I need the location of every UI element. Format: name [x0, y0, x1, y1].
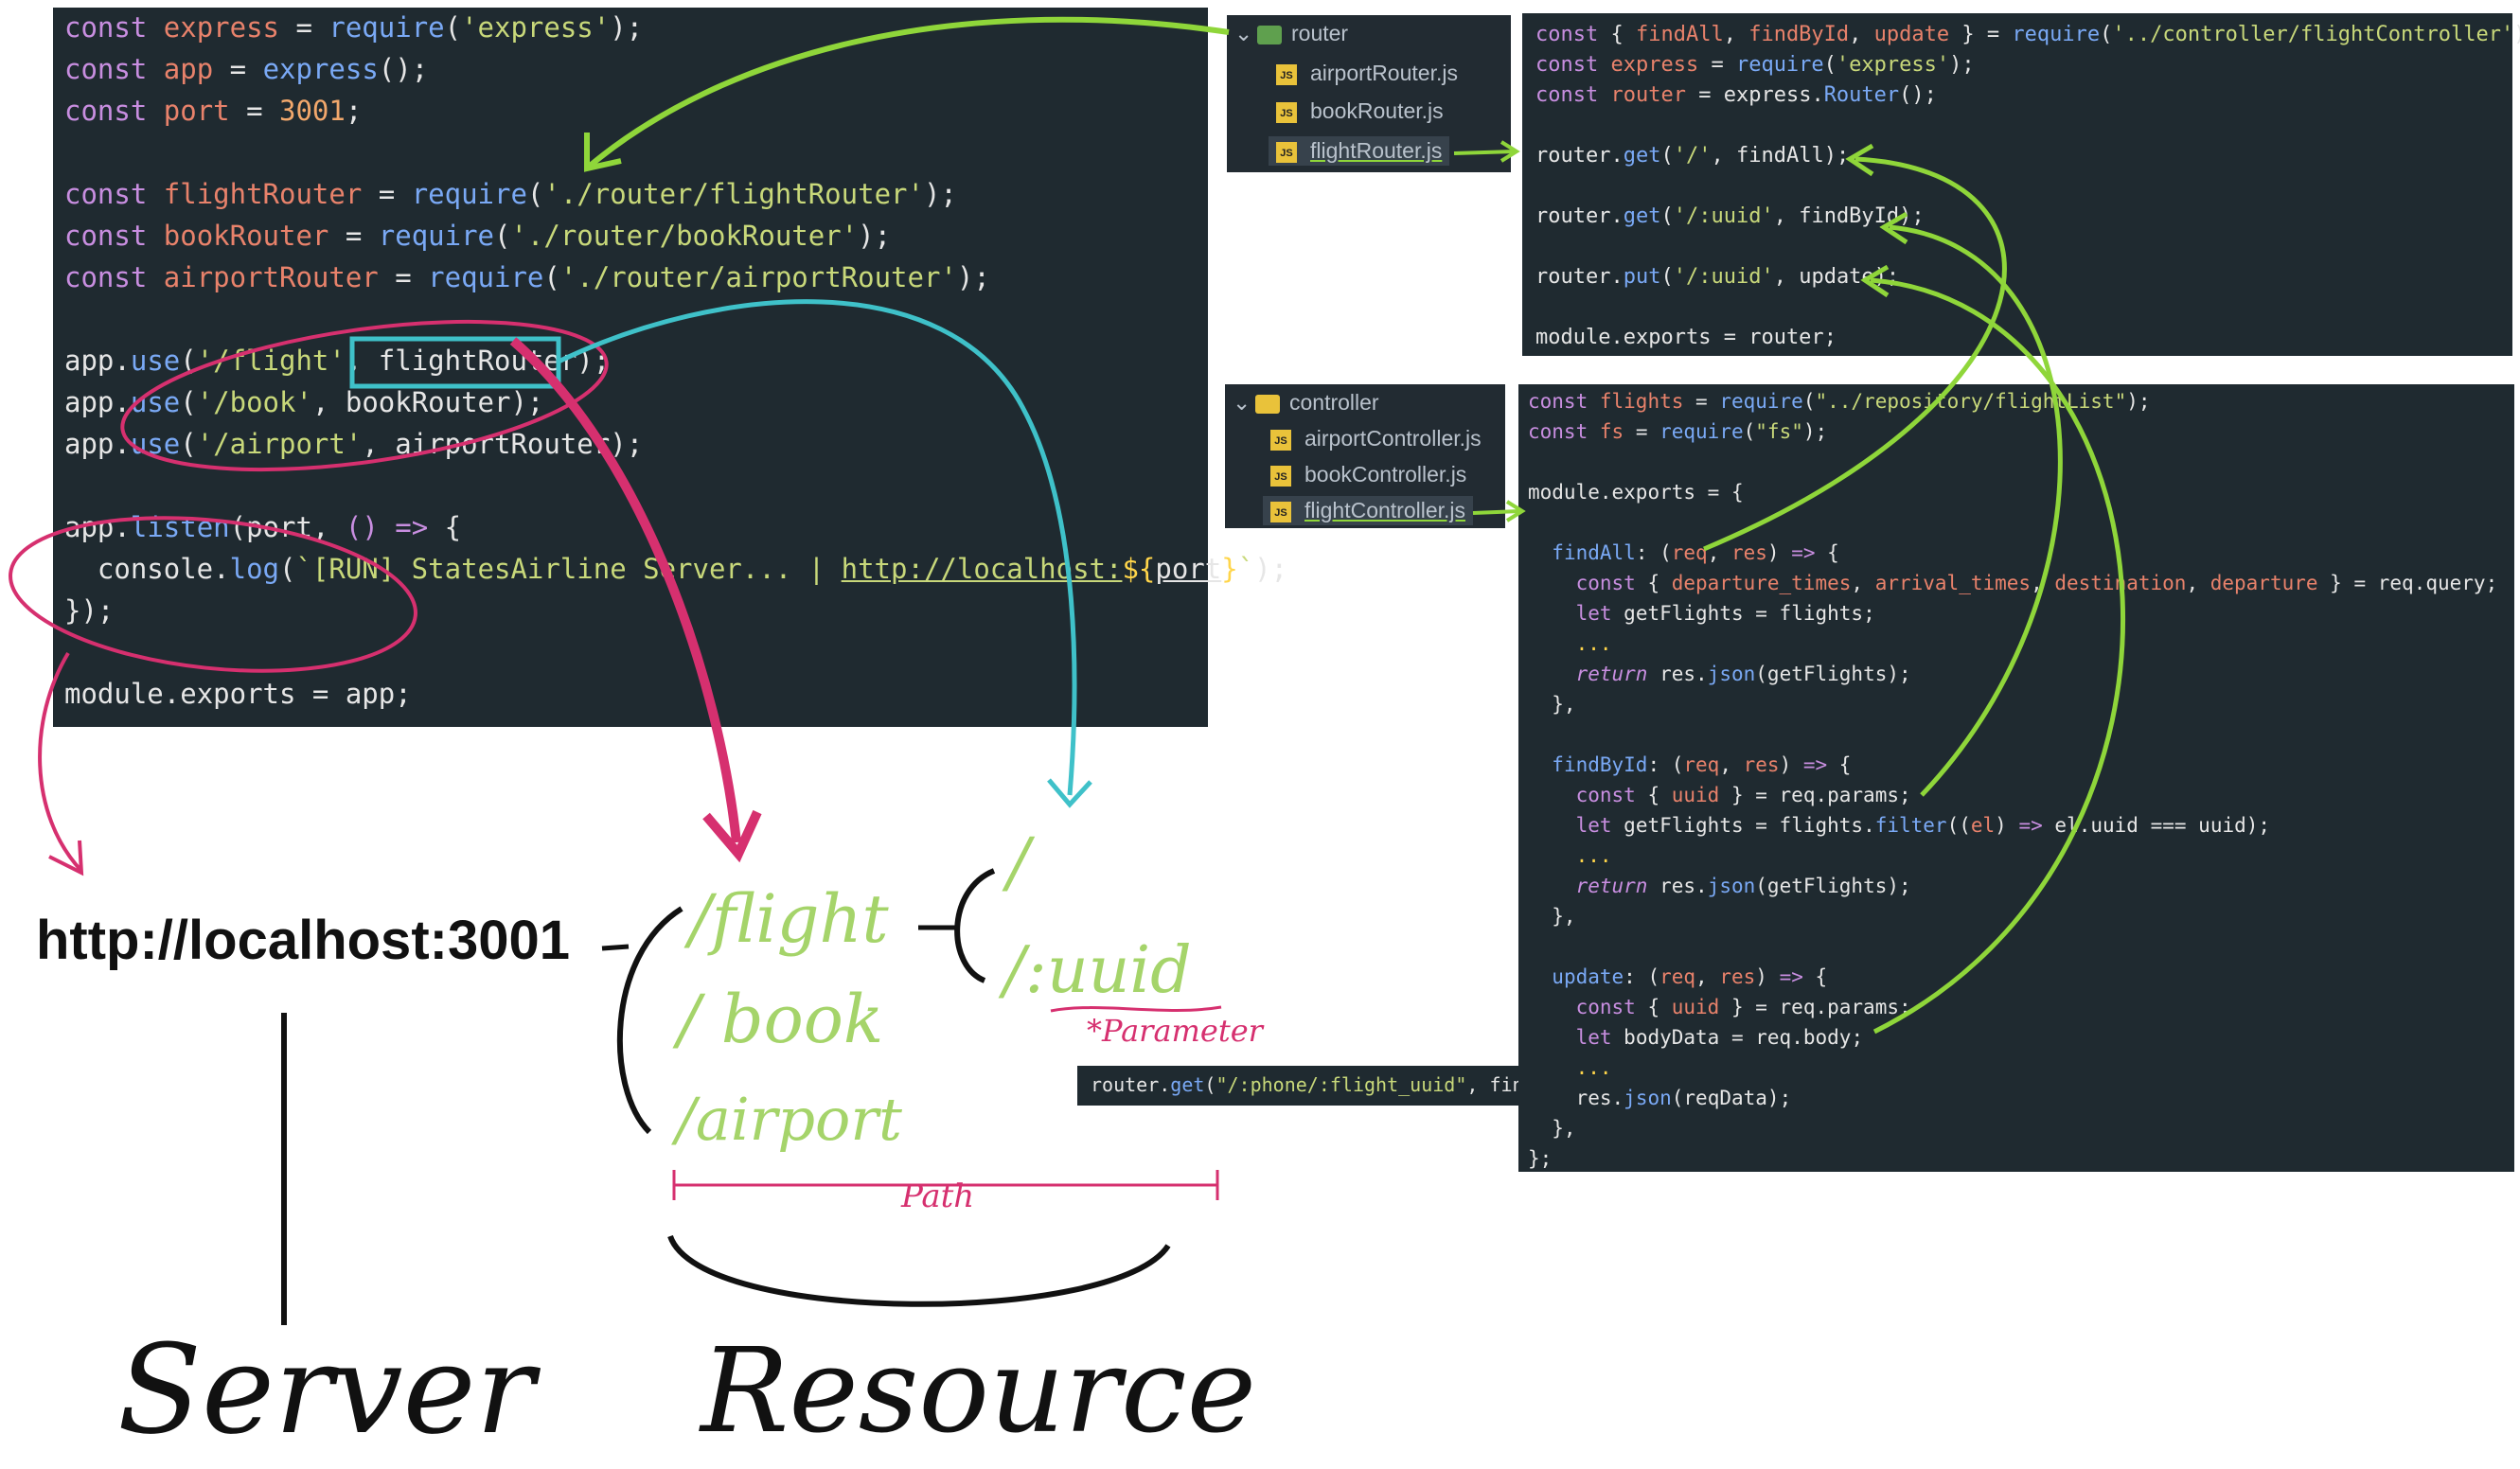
- code-line: update: (req, res) => {: [1552, 965, 1828, 988]
- code-line: const flightRouter = require('./router/f…: [64, 178, 957, 210]
- code-line: const { uuid } = req.params;: [1575, 996, 1911, 1018]
- subpath-brace: [954, 868, 996, 983]
- snippet-line: router.get("/:phone/:flight_uuid", findB: [1091, 1073, 1518, 1096]
- code-line: module.exports = {: [1528, 481, 1744, 504]
- code-line: res.json(reqData);: [1575, 1087, 1792, 1109]
- router-to-subpath-arrow: [557, 299, 1077, 796]
- findbyid-link-arrow: [1889, 224, 2063, 797]
- code-line: module.exports = router;: [1535, 326, 1837, 349]
- subpath-root-label: /: [1007, 823, 1030, 901]
- code-line: const router = express.Router();: [1535, 83, 1937, 107]
- code-line: const bookRouter = require('./router/boo…: [64, 220, 892, 252]
- chevron-down-icon: ⌄: [1234, 21, 1253, 45]
- code-line: const airportRouter = require('./router/…: [64, 261, 990, 293]
- path-brace: [616, 906, 683, 1135]
- code-line: const { findAll, findById, update } = re…: [1535, 23, 2520, 46]
- arrowhead-icon: [584, 133, 622, 172]
- file-to-code-arrow: [1453, 150, 1516, 155]
- code-line: const flights = require("../repository/f…: [1528, 390, 2151, 413]
- code-line: let getFlights = flights;: [1575, 602, 1875, 625]
- folder-icon: [1255, 394, 1280, 414]
- controller-code-panel: const flights = require("../repository/f…: [1518, 384, 2514, 1172]
- code-line: router.put('/:uuid', update);: [1535, 265, 1900, 289]
- code-line: router.get('/', findAll);: [1535, 144, 1850, 168]
- arrowhead-icon: [1845, 143, 1874, 177]
- code-line: const port = 3001;: [64, 95, 363, 127]
- code-line: const { uuid } = req.params;: [1575, 784, 1911, 806]
- code-line: findById: (req, res) => {: [1552, 753, 1852, 776]
- js-file-icon: JS: [1276, 101, 1297, 123]
- resource-brace: [667, 1234, 1171, 1307]
- code-line: },: [1528, 1117, 1576, 1140]
- code-line: ...: [1575, 1056, 1612, 1079]
- arrowhead-icon: [1047, 778, 1092, 808]
- code-line: return res.json(getFlights);: [1575, 875, 1911, 897]
- tree-folder-controller[interactable]: ⌄controller: [1233, 390, 1379, 415]
- code-line: ...: [1575, 844, 1612, 867]
- code-line: const app = express();: [64, 53, 429, 85]
- path-flight-label: /flight: [689, 880, 889, 958]
- code-line: router.get('/:uuid', findById);: [1535, 204, 1925, 228]
- code-line: },: [1528, 693, 1576, 716]
- code-line: findAll: (req, res) => {: [1552, 541, 1839, 564]
- code-line: });: [64, 594, 115, 627]
- subpath-uuid-label: /:uuid: [1003, 933, 1192, 1008]
- parameter-note: *Parameter: [1087, 1013, 1263, 1049]
- code-line: },: [1528, 905, 1576, 928]
- server-label: Server: [117, 1318, 535, 1461]
- update-link-arrow: [1870, 277, 2125, 1035]
- code-line: const { departure_times, arrival_times, …: [1575, 572, 2498, 594]
- file-to-code-arrow: [1472, 509, 1521, 515]
- router-snippet-panel: router.get("/:phone/:flight_uuid", findB: [1077, 1066, 1518, 1106]
- app-use-ellipse: [120, 319, 609, 472]
- js-file-icon: JS: [1276, 141, 1297, 163]
- chevron-down-icon: ⌄: [1233, 390, 1251, 415]
- arrowhead-icon: [1879, 211, 1908, 245]
- tree-folder-router[interactable]: ⌄router: [1234, 21, 1349, 45]
- code-line: const fs = require("fs");: [1528, 420, 1828, 443]
- code-line: let getFlights = flights.filter((el) => …: [1575, 814, 2271, 837]
- code-line: app.use('/airport', airportRouter);: [64, 428, 644, 460]
- arrowhead-icon: [1500, 140, 1520, 163]
- code-line: ...: [1575, 632, 1612, 655]
- arrowhead-icon: [1505, 500, 1526, 522]
- url-connector-line: [601, 944, 630, 951]
- code-line: let bodyData = req.body;: [1575, 1026, 1864, 1049]
- flightrouter-highlight-box: [349, 336, 561, 389]
- js-file-icon: JS: [1270, 429, 1291, 451]
- listen-to-url-arrow: [38, 651, 83, 873]
- code-line: return res.json(getFlights);: [1575, 663, 1911, 685]
- js-file-icon: JS: [1270, 465, 1291, 487]
- app-listen-ellipse: [9, 516, 417, 673]
- code-line: const express = require('express');: [64, 11, 644, 44]
- uuid-underline: [1050, 1005, 1222, 1013]
- folder-to-require-arrow: [587, 16, 1230, 169]
- path-book-label: / book: [678, 981, 884, 1058]
- code-line: const express = require('express');: [1535, 53, 1975, 77]
- arrowhead-icon: [48, 840, 84, 876]
- js-file-icon: JS: [1276, 63, 1297, 85]
- code-line: app.use('/book', bookRouter);: [64, 386, 544, 418]
- resource-label: Resource: [701, 1323, 1257, 1460]
- use-to-path-arrow: [509, 337, 741, 843]
- path-bracket: [672, 1170, 1219, 1200]
- findall-link-arrow: [1703, 156, 2007, 552]
- folder-icon: [1257, 25, 1282, 44]
- arrowhead-icon: [1860, 264, 1890, 298]
- path-airport-label: /airport: [676, 1085, 902, 1154]
- arrowhead-icon: [702, 809, 762, 863]
- js-file-icon: JS: [1270, 501, 1291, 522]
- code-line: module.exports = app;: [64, 678, 412, 710]
- base-url: http://localhost:3001: [36, 910, 570, 971]
- code-line: };: [1528, 1147, 1553, 1170]
